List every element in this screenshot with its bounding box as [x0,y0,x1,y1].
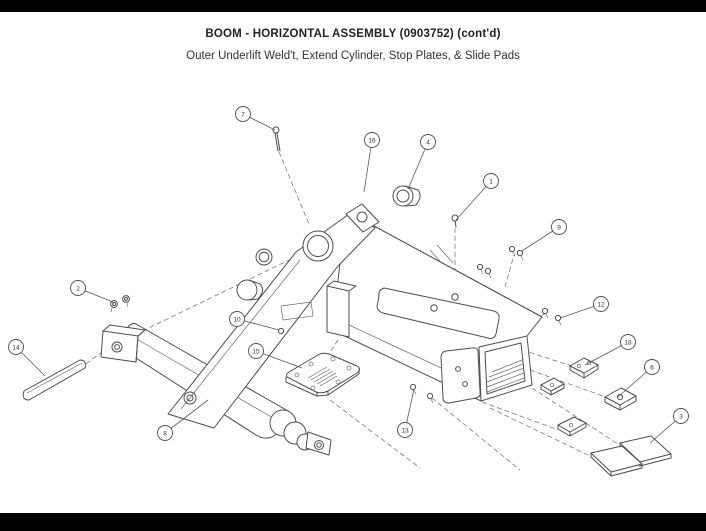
callout-number-8: 8 [163,430,167,437]
callout-number-6: 6 [650,364,654,371]
pivot-pin-rod [22,359,86,401]
callout-leader-8 [164,399,209,434]
slide-pad-slotted-plate [285,352,360,397]
callout-number-14: 14 [12,344,20,351]
callout-bubble-1 [483,173,499,189]
bolt-item1 [451,214,459,228]
callout-bubble-8 [157,425,173,441]
callout-number-12: 12 [597,301,605,308]
callout-number-4: 4 [426,139,430,146]
callout-leader-18 [584,341,629,366]
callout-leader-1 [455,180,492,221]
callout-bubble-9 [551,219,567,235]
callout-bubble-12 [593,296,609,312]
bottom-letterbox-bar [0,513,706,531]
callout-bubble-10 [229,311,245,327]
lock-nuts [110,295,130,313]
callout-bubble-3 [673,408,689,424]
stop-plates-and-slide-pads [540,307,672,477]
box-end-hatching [486,359,525,393]
callout-number-16: 16 [368,137,376,144]
callout-bubble-14 [8,339,24,355]
callout-number-1: 1 [489,178,493,185]
callout-number-9: 9 [557,224,561,231]
callout-leader-16 [363,139,373,193]
callout-leader-15 [255,350,303,369]
page-subtitle: Outer Underlift Weld't, Extend Cylinder,… [186,50,520,62]
top-letterbox-bar [0,0,706,12]
page-title: BOOM - HORIZONTAL ASSEMBLY (0903752) (co… [205,28,501,40]
plate-slot-hatching [307,366,338,387]
callout-bubble-6 [644,359,660,375]
callout-number-18: 18 [624,339,632,346]
callout-bubble-16 [364,132,380,148]
callout-leader-4 [407,141,429,190]
callout-number-3: 3 [679,413,683,420]
callout-bubble-18 [620,334,636,350]
bushing-loose-lower [236,279,264,301]
callout-number-13: 13 [401,427,409,434]
long-bolt-item7 [272,126,281,152]
callout-balloons: 7 16 4 1 9 12 18 6 3 13 15 10 2 14 8 [8,106,689,444]
fastener-bolts-screws [272,126,524,404]
callout-number-10: 10 [233,316,241,323]
bushing-loose-upper [392,185,421,207]
callout-bubble-7 [235,106,251,122]
callout-number-2: 2 [76,285,80,292]
callout-bubble-13 [397,422,413,438]
callout-number-15: 15 [252,348,260,355]
underlift-weldment [167,185,543,429]
callout-bubble-4 [420,134,436,150]
callout-number-7: 7 [241,111,245,118]
callout-bubble-2 [70,280,86,296]
callout-bubble-15 [248,343,264,359]
